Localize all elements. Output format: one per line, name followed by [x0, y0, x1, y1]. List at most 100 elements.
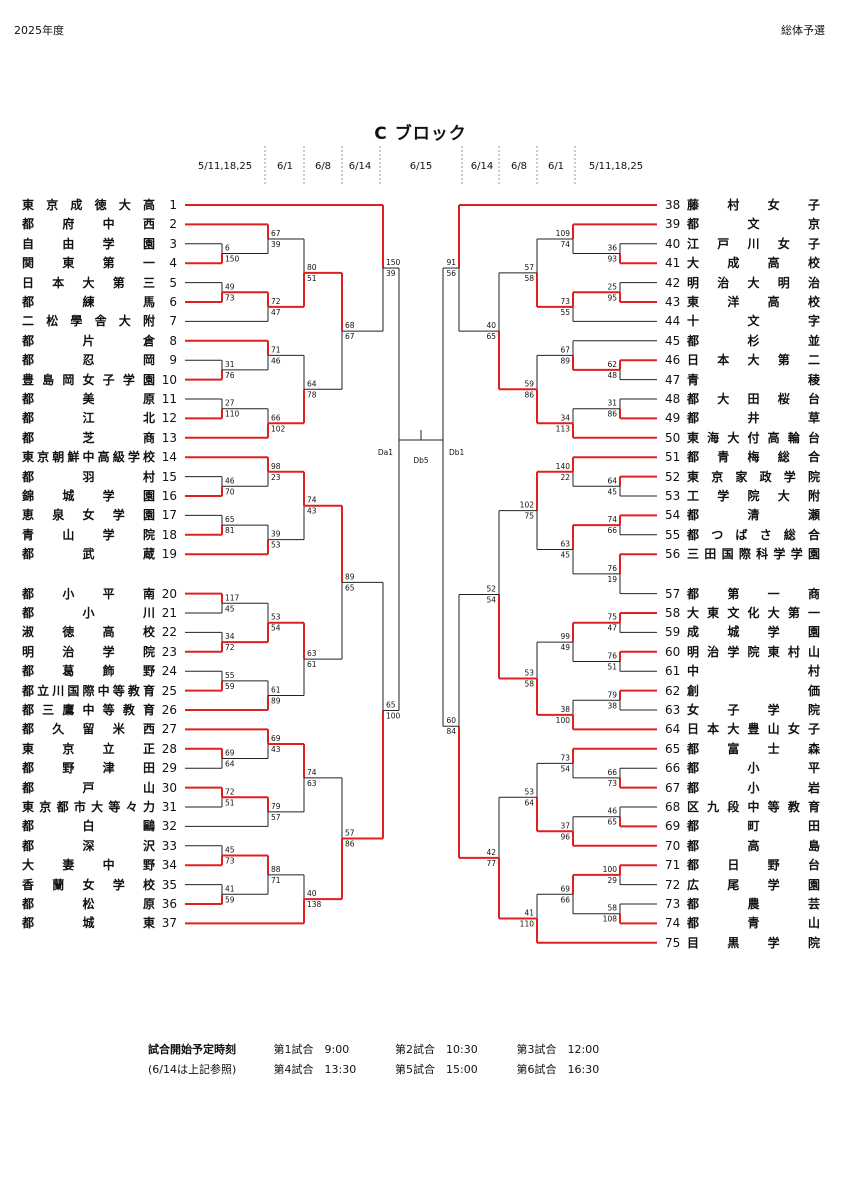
- team-name: 青稜: [687, 372, 820, 387]
- score-label: 81: [225, 526, 235, 535]
- team-name: 都野津田: [22, 761, 155, 776]
- score-label: 54: [560, 764, 570, 773]
- team-name: 明治学院東村山: [687, 644, 820, 659]
- score-label: 29: [607, 876, 617, 885]
- team-number: 33: [161, 838, 177, 853]
- score-label: 96: [560, 832, 570, 841]
- score-label: 150: [225, 255, 240, 264]
- schedule-row: 試合開始予定時刻 第1試合 9:00 第2試合 10:30 第3試合 12:00: [148, 1040, 635, 1060]
- date-right-r4: 6/14: [470, 161, 494, 172]
- score-label: 64: [307, 379, 317, 388]
- team-name: 青山学院: [22, 527, 155, 542]
- score-label: 71: [271, 345, 281, 354]
- team-number: 41: [665, 256, 681, 271]
- score-label: 69: [560, 884, 570, 893]
- score-label: 100: [386, 711, 401, 720]
- score-label: 46: [607, 807, 617, 816]
- team-name: 東京家政学院: [687, 469, 820, 484]
- year-label: 2025年度: [14, 24, 64, 37]
- team-number: 27: [161, 722, 177, 737]
- team-number: 32: [161, 819, 177, 834]
- team-number: 60: [665, 644, 681, 659]
- schedule-slot: 第4試合 13:30: [273, 1063, 357, 1076]
- score-label: 45: [225, 846, 235, 855]
- team-entry: 都美原 11: [22, 391, 177, 407]
- score-label: 74: [307, 496, 317, 505]
- team-name: 都美原: [22, 392, 155, 406]
- score-label: 80: [307, 263, 317, 272]
- team-number: 22: [161, 625, 177, 640]
- team-name: 都白鷗: [22, 819, 155, 834]
- team-number: 11: [161, 392, 177, 406]
- team-name: 関東第一: [22, 256, 155, 271]
- score-label: 72: [225, 643, 235, 652]
- team-number: 25: [161, 683, 177, 698]
- score-label: 61: [307, 660, 317, 669]
- score-label: 55: [560, 308, 570, 317]
- score-label: 76: [607, 564, 617, 573]
- score-label: 60: [446, 716, 456, 725]
- team-name: 東海大付高輪台: [687, 430, 820, 445]
- score-label: 46: [225, 476, 235, 485]
- score-label: 72: [271, 297, 281, 306]
- score-label: 6: [225, 244, 230, 253]
- score-label: 64: [607, 476, 617, 485]
- score-label: 56: [446, 269, 456, 278]
- team-name: 都葛飾野: [22, 664, 155, 679]
- team-name: 都忍岡: [22, 353, 155, 368]
- score-label: 34: [225, 632, 235, 641]
- team-number: 57: [665, 586, 681, 601]
- final-slot-label: Db5: [413, 456, 429, 465]
- team-number: 63: [665, 703, 681, 717]
- score-label: 73: [607, 779, 617, 788]
- score-label: 89: [560, 356, 570, 365]
- team-number: 51: [665, 450, 681, 465]
- team-number: 68: [665, 800, 681, 814]
- team-number: 14: [161, 450, 177, 465]
- team-number: 49: [665, 411, 681, 426]
- team-number: 20: [161, 586, 177, 601]
- score-label: 109: [556, 229, 571, 238]
- score-label: 43: [307, 507, 317, 516]
- team-name: 江戸川女子: [687, 236, 820, 251]
- score-label: 70: [225, 487, 235, 496]
- score-label: 48: [607, 371, 617, 380]
- score-label: 66: [607, 526, 617, 535]
- team-number: 43: [665, 295, 681, 309]
- team-name: 都三鷹中等教育: [22, 703, 155, 717]
- score-label: 40: [307, 889, 317, 898]
- team-entry: 60 明治学院東村山: [665, 644, 820, 660]
- team-name: 中村: [687, 664, 820, 679]
- team-name: 日本大第三: [22, 275, 155, 290]
- score-label: 117: [225, 593, 240, 602]
- score-label: 43: [271, 745, 281, 754]
- score-label: 66: [560, 895, 570, 904]
- team-name: 都高島: [687, 838, 820, 853]
- score-label: 51: [607, 663, 617, 672]
- team-name: 都大田桜台: [687, 392, 820, 406]
- team-number: 55: [665, 527, 681, 542]
- score-label: 73: [225, 293, 235, 302]
- score-label: 72: [225, 787, 235, 796]
